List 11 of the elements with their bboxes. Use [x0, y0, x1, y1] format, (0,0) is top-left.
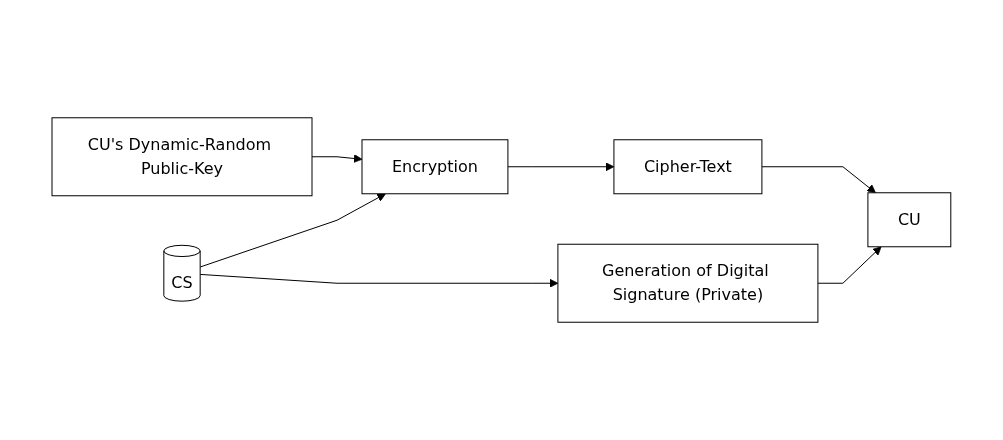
node-box: CU: [867, 192, 952, 248]
node-box: Encryption: [361, 139, 509, 195]
arrow: [761, 166, 876, 194]
arrow: [507, 162, 615, 172]
node-box: Generation of Digital Signature (Private): [557, 243, 819, 323]
arrow: [199, 193, 386, 268]
node-box: CU's Dynamic-Random Public-Key: [51, 117, 313, 197]
arrow: [311, 154, 363, 163]
node-box: Cipher-Text: [613, 139, 763, 195]
arrow: [817, 246, 882, 284]
arrow: [199, 273, 559, 288]
